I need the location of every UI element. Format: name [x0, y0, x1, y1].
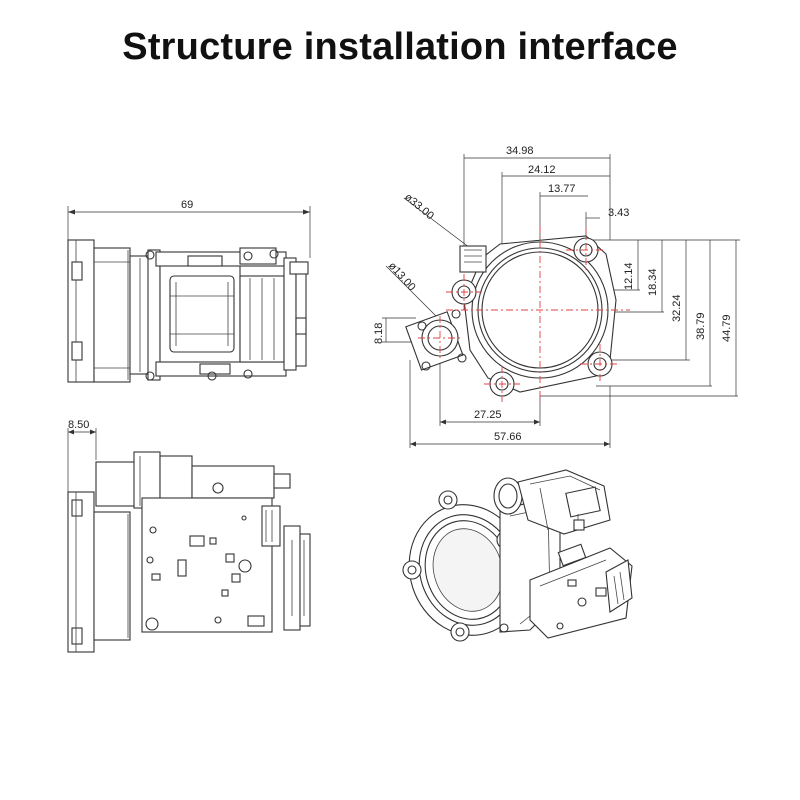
front-view-drawing: 34.98 24.12 13.77 3.43 12.14 18.34 32.24…	[373, 145, 740, 448]
side-view-drawing: 69	[67, 199, 311, 383]
dim-front-h-small: 8.18	[373, 323, 385, 344]
dim-front-v2: 18.34	[647, 268, 659, 296]
dim-front-dia-small: ø13.00	[386, 260, 418, 293]
dim-front-d1: 34.98	[506, 145, 534, 157]
dim-front-dia-main: ø33.00	[402, 191, 436, 222]
dim-back-offset: 8.50	[68, 419, 89, 431]
dim-front-w-bottom2: 57.66	[494, 431, 522, 443]
dim-front-v1: 12.14	[623, 262, 635, 290]
dim-side-width: 69	[181, 199, 193, 211]
back-view-drawing: 8.50	[67, 419, 311, 653]
dim-front-v5: 44.79	[721, 314, 733, 342]
dim-front-d4: 3.43	[608, 207, 629, 219]
isometric-view-drawing	[402, 469, 633, 642]
dim-front-v3: 32.24	[671, 294, 683, 322]
dim-front-v4: 38.79	[695, 312, 707, 340]
dim-front-d3: 13.77	[548, 183, 576, 195]
dim-front-w-bottom1: 27.25	[474, 409, 502, 421]
page-title: Structure installation interface	[122, 26, 678, 68]
dim-front-d2: 24.12	[528, 164, 556, 176]
